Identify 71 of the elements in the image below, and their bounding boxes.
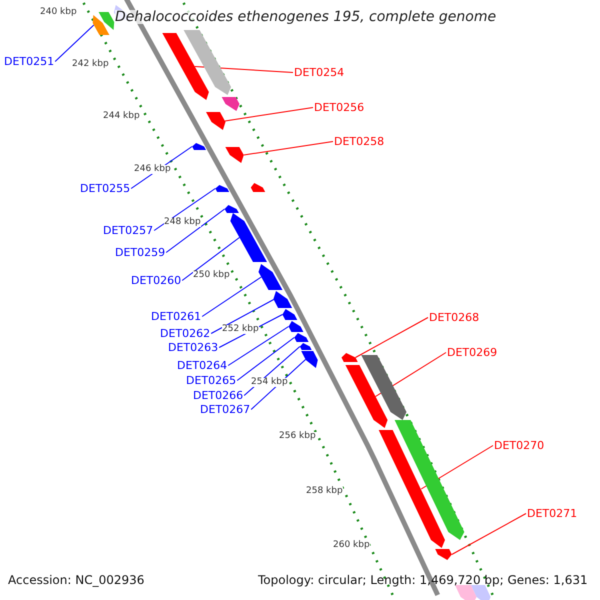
gene-segment: [288, 321, 304, 332]
leader-line: [54, 24, 94, 62]
gene-segment: [361, 355, 406, 420]
gene-label: DET0251: [4, 56, 54, 67]
gene-segment: [273, 291, 292, 308]
gene-segment: [184, 30, 232, 95]
gene-label: DET0270: [494, 440, 544, 451]
gene-label: DET0265: [186, 375, 236, 386]
gene-segment: [300, 343, 312, 350]
gene-label: DET0267: [200, 404, 250, 415]
gene-label: DET0266: [193, 390, 244, 401]
footer-text: Topology: circular; Length: 1,469,720 bp; Genes: 1,631: [258, 574, 588, 586]
gene-segment: [258, 264, 282, 290]
gene-segment: [92, 15, 110, 35]
scale-label: 258 kbp: [306, 487, 343, 496]
gene-segment: [224, 205, 239, 213]
gene-segment: [394, 420, 464, 540]
scale-label: 244 kbp: [103, 112, 140, 121]
gene-segment: [342, 353, 358, 362]
scale-label: 254 kbp: [251, 378, 288, 387]
scale-label: 242 kbp: [72, 60, 109, 69]
leader-line: [210, 299, 274, 334]
gene-segment: [215, 185, 230, 192]
scale-label: 256 kbp: [279, 432, 316, 441]
scale-label: 250 kbp: [193, 271, 230, 280]
gene-label: DET0255: [80, 183, 130, 194]
gene-label: DET0260: [131, 275, 182, 286]
gene-segment: [471, 585, 491, 600]
footer-text: Accession: NC_002936: [8, 574, 144, 586]
scale-label: 248 kbp: [164, 218, 201, 227]
gene-label: DET0261: [151, 311, 202, 322]
scale-label: 252 kbp: [222, 325, 259, 334]
gene-segment: [206, 112, 226, 130]
gene-segment: [230, 213, 267, 262]
leader-line: [154, 188, 216, 231]
gene-segment: [282, 309, 298, 320]
gene-segment: [192, 143, 206, 150]
gene-label: DET0263: [168, 342, 218, 353]
gene-segment: [98, 12, 114, 30]
scale-label: 246 kbp: [134, 165, 171, 174]
gene-label: DET0269: [447, 347, 498, 358]
gene-segment: [222, 97, 240, 111]
leader-line: [166, 208, 226, 253]
gene-label: DET0268: [429, 312, 480, 323]
gene-segment: [378, 430, 445, 548]
gene-label: DET0271: [527, 508, 578, 519]
gene-label: DET0264: [177, 360, 228, 371]
scale-label: 260 kbp: [333, 541, 370, 550]
gene-label: DET0259: [115, 247, 166, 258]
leader-line: [355, 317, 428, 358]
leader-line: [228, 326, 290, 366]
scale-label: 240 kbp: [40, 8, 77, 17]
gene-segment: [250, 183, 266, 192]
gene-label: DET0256: [314, 102, 364, 113]
gene-label: DET0262: [160, 328, 210, 339]
title: Dehalococcoides ethenogenes 195, complete genome: [115, 10, 496, 24]
leader-line: [182, 237, 240, 281]
leader-line: [243, 141, 334, 156]
gene-segment: [162, 33, 209, 100]
gene-label: DET0254: [294, 67, 344, 78]
gene-segment: [294, 333, 309, 342]
gene-label: DET0257: [103, 225, 154, 236]
gene-segment: [345, 365, 388, 428]
gene-segment: [435, 549, 452, 560]
gene-segment: [455, 585, 477, 600]
leader-line: [202, 276, 262, 317]
leader-line: [224, 107, 314, 122]
gene-label: DET0258: [334, 136, 384, 147]
gene-segment: [225, 147, 244, 163]
leader-line: [451, 513, 526, 555]
leader-line: [236, 337, 295, 381]
